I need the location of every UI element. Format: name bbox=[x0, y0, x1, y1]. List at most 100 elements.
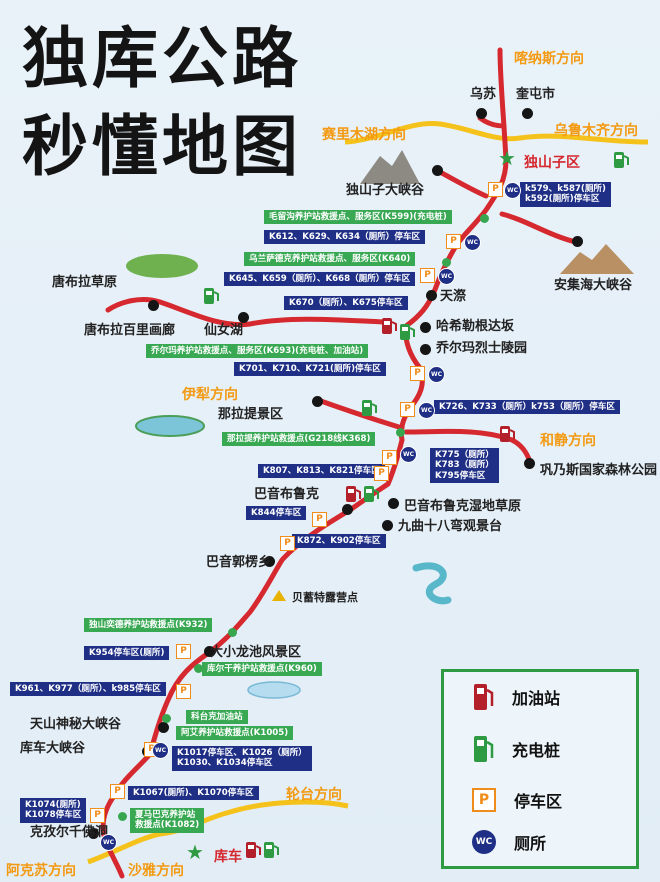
info-box-k844: K844停车区 bbox=[246, 506, 307, 521]
toilet-icon: WC bbox=[400, 446, 417, 463]
place-nalati: 那拉提景区 bbox=[218, 407, 284, 422]
gas-station-icon bbox=[382, 318, 397, 334]
map-point bbox=[572, 236, 583, 247]
road-branch-canyon bbox=[433, 167, 489, 199]
rescue-point bbox=[194, 664, 203, 673]
info-box-k960: 库尔干养护站救援点(K960) bbox=[202, 662, 322, 677]
rescue-point bbox=[442, 258, 451, 267]
map-point bbox=[426, 290, 437, 301]
info-box-k670: K670（厕所）、K675停车区 bbox=[284, 296, 408, 311]
map-point bbox=[432, 165, 443, 176]
charging-station-icon bbox=[362, 400, 377, 416]
direction-aksu: 阿克苏方向 bbox=[6, 863, 76, 879]
legend-charge-label: 充电桩 bbox=[512, 741, 561, 760]
place-qiaoerma: 乔尔玛烈士陵园 bbox=[436, 341, 528, 356]
direction-urumqi: 乌鲁木齐方向 bbox=[554, 123, 638, 139]
legend-row-charge: 充电桩 bbox=[472, 734, 560, 764]
info-box-fuel-station: 科台克加油站 bbox=[186, 710, 248, 725]
rescue-point bbox=[228, 628, 237, 637]
place-gongnaisi: 巩乃斯国家森林公园 bbox=[540, 463, 658, 478]
road-branch-wusu bbox=[477, 115, 507, 129]
parking-icon: P bbox=[374, 466, 389, 481]
parking-icon: P bbox=[410, 366, 425, 381]
info-box-k599: 毛留沟养护站救援点、服务区(K599)(充电桩) bbox=[264, 210, 452, 225]
road-branch-west bbox=[105, 297, 388, 328]
direction-sailimu: 赛里木湖方向 bbox=[322, 127, 406, 143]
map-point bbox=[264, 556, 275, 567]
parking-icon: P bbox=[312, 512, 327, 527]
direction-luntai: 轮台方向 bbox=[286, 787, 342, 803]
place-kuitun: 奎屯市 bbox=[516, 87, 556, 102]
place-anjihai: 安集海大峡谷 bbox=[554, 278, 633, 293]
toilet-icon: WC bbox=[100, 834, 117, 851]
place-xiannv: 仙女湖 bbox=[204, 323, 244, 338]
info-box-k954: K954停车区(厕所) bbox=[84, 646, 170, 661]
info-box-k701: K701、K710、K721(厕所)停车区 bbox=[234, 362, 386, 377]
charging-station-icon bbox=[364, 486, 379, 502]
gas-station-icon bbox=[246, 842, 261, 858]
map-point bbox=[522, 108, 533, 119]
charging-station-icon bbox=[474, 736, 494, 762]
place-tangbula-gallery: 唐布拉百里画廊 bbox=[84, 323, 176, 338]
map-point bbox=[382, 520, 393, 531]
map-point bbox=[388, 498, 399, 509]
parking-icon: P bbox=[446, 234, 461, 249]
parking-icon: P bbox=[176, 644, 191, 659]
parking-icon: P bbox=[472, 788, 496, 812]
info-box-k645: K645、K659（厕所）、K668（厕所）停车区 bbox=[224, 272, 416, 287]
rescue-point bbox=[162, 714, 171, 723]
charging-station-icon bbox=[264, 842, 279, 858]
toilet-icon: WC bbox=[504, 182, 521, 199]
star-icon: ★ bbox=[498, 146, 516, 170]
place-tangbula: 唐布拉草原 bbox=[52, 275, 118, 290]
mountain-anjihai bbox=[560, 244, 634, 274]
info-box-k775: K775（厕所）K783（厕所）K795停车区 bbox=[430, 448, 499, 483]
info-box-k612: K612、K629、K634（厕所）停车区 bbox=[264, 230, 426, 245]
info-box-k1082: 夏马巴克养护站救援点(K1082) bbox=[130, 808, 205, 833]
info-box-k726: K726、K733（厕所）k753（厕所）停车区 bbox=[434, 400, 620, 415]
road-yellow-north bbox=[344, 120, 649, 145]
map-point bbox=[238, 312, 249, 323]
info-box-k961: K961、K977（厕所）、k985停车区 bbox=[10, 682, 166, 697]
info-box-k1017: K1017停车区、K1026（厕所）K1030、K1034停车区 bbox=[172, 746, 312, 771]
place-wusu: 乌苏 bbox=[470, 87, 497, 102]
map-point bbox=[312, 396, 323, 407]
legend-row-toilet: WC 厕所 bbox=[472, 830, 546, 854]
legend-toilet-label: 厕所 bbox=[514, 834, 547, 853]
charging-station-icon bbox=[400, 324, 415, 340]
rescue-point bbox=[480, 214, 489, 223]
place-bayin-wetland: 巴音布鲁克湿地草原 bbox=[404, 499, 522, 514]
charging-station-icon bbox=[614, 152, 629, 168]
charging-station-icon bbox=[204, 288, 219, 304]
place-kizil: 克孜尔千佛洞 bbox=[30, 825, 109, 840]
map-point bbox=[342, 504, 353, 515]
toilet-icon: WC bbox=[464, 234, 481, 251]
parking-icon: P bbox=[420, 268, 435, 283]
map-point bbox=[158, 722, 169, 733]
info-box-k579: k579、k587(厕所)k592(厕所)停车区 bbox=[520, 182, 611, 207]
page-title-line1: 独库公路 bbox=[22, 20, 302, 97]
place-dushanzi: 独山子区 bbox=[524, 155, 580, 171]
place-tianqi: 天漈 bbox=[440, 289, 467, 304]
info-box-k1005: 阿艾养护站救援点(K1005) bbox=[176, 726, 294, 741]
map-point bbox=[204, 646, 215, 657]
place-dalongchi: 大小龙池风景区 bbox=[210, 645, 302, 660]
place-bayinbuluke: 巴音布鲁克 bbox=[254, 487, 320, 502]
star-icon: ★ bbox=[186, 840, 204, 864]
direction-kanas: 喀纳斯方向 bbox=[514, 51, 584, 67]
lake-tangbula bbox=[126, 254, 198, 278]
gas-station-icon bbox=[474, 684, 494, 710]
map-point bbox=[420, 344, 431, 355]
road-branch-anjihai bbox=[499, 211, 579, 245]
page-title-line2: 秒懂地图 bbox=[22, 108, 302, 185]
road-branch-nalati bbox=[315, 397, 405, 431]
toilet-icon: WC bbox=[438, 268, 455, 285]
lake-nalati bbox=[135, 415, 205, 437]
legend-row-parking: P 停车区 bbox=[472, 788, 562, 812]
direction-yili: 伊犁方向 bbox=[182, 387, 238, 403]
info-box-k1074: K1074(厕所)K1078停车区 bbox=[20, 798, 87, 823]
parking-icon: P bbox=[176, 684, 191, 699]
place-kuche-canyon: 库车大峡谷 bbox=[20, 741, 86, 756]
info-box-k807: K807、K813、K821停车区 bbox=[258, 464, 385, 479]
